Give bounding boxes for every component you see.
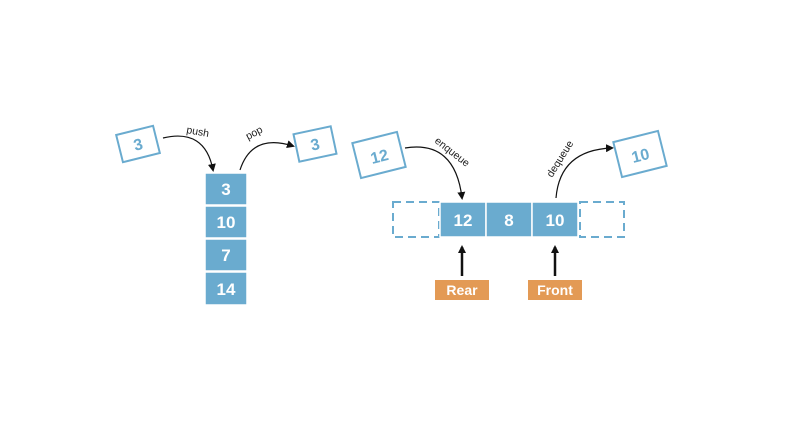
stack-cell-value: 14 [217, 280, 236, 299]
front-label: Front [537, 282, 573, 298]
stack-column: 3 10 7 14 [204, 172, 248, 306]
push-label: push [185, 124, 210, 140]
queue-empty-slot-right [579, 201, 625, 238]
queue-enqueued-value: 12 [369, 147, 390, 168]
queue-row: 12 8 10 [392, 201, 625, 238]
push-arrow [162, 135, 216, 172]
dequeue-label: dequeue [544, 138, 576, 179]
stack-cell [204, 238, 248, 272]
stack-pushed-value: 3 [132, 136, 145, 155]
stack-cell [204, 271, 248, 306]
enqueue-arrow [404, 146, 466, 200]
queue-cell-value: 12 [454, 211, 473, 230]
stack-cell-value: 3 [221, 180, 230, 199]
stack-cell [204, 172, 248, 206]
queue-cell-value: 8 [504, 211, 513, 230]
stack-cell-value: 10 [217, 213, 236, 232]
queue-enqueued-item: 12 [351, 130, 407, 180]
stack-popped-value: 3 [309, 136, 321, 154]
rear-tag: Rear [435, 280, 489, 300]
queue-dequeued-value: 10 [630, 146, 651, 167]
front-tag: Front [528, 280, 582, 300]
pop-label: pop [244, 124, 265, 143]
rear-label: Rear [446, 282, 478, 298]
queue-cell-value: 10 [546, 211, 565, 230]
dequeue-arrow [555, 144, 614, 199]
stack-cell-value: 7 [221, 246, 230, 265]
stack-cell [204, 205, 248, 239]
queue-empty-slot-left [392, 201, 440, 238]
queue-cell [531, 201, 579, 238]
pop-arrow [239, 140, 295, 171]
queue-dequeued-item: 10 [612, 129, 668, 179]
stack-popped-item: 3 [292, 125, 338, 163]
queue-cell [439, 201, 487, 238]
stack-pushed-item: 3 [114, 124, 162, 164]
